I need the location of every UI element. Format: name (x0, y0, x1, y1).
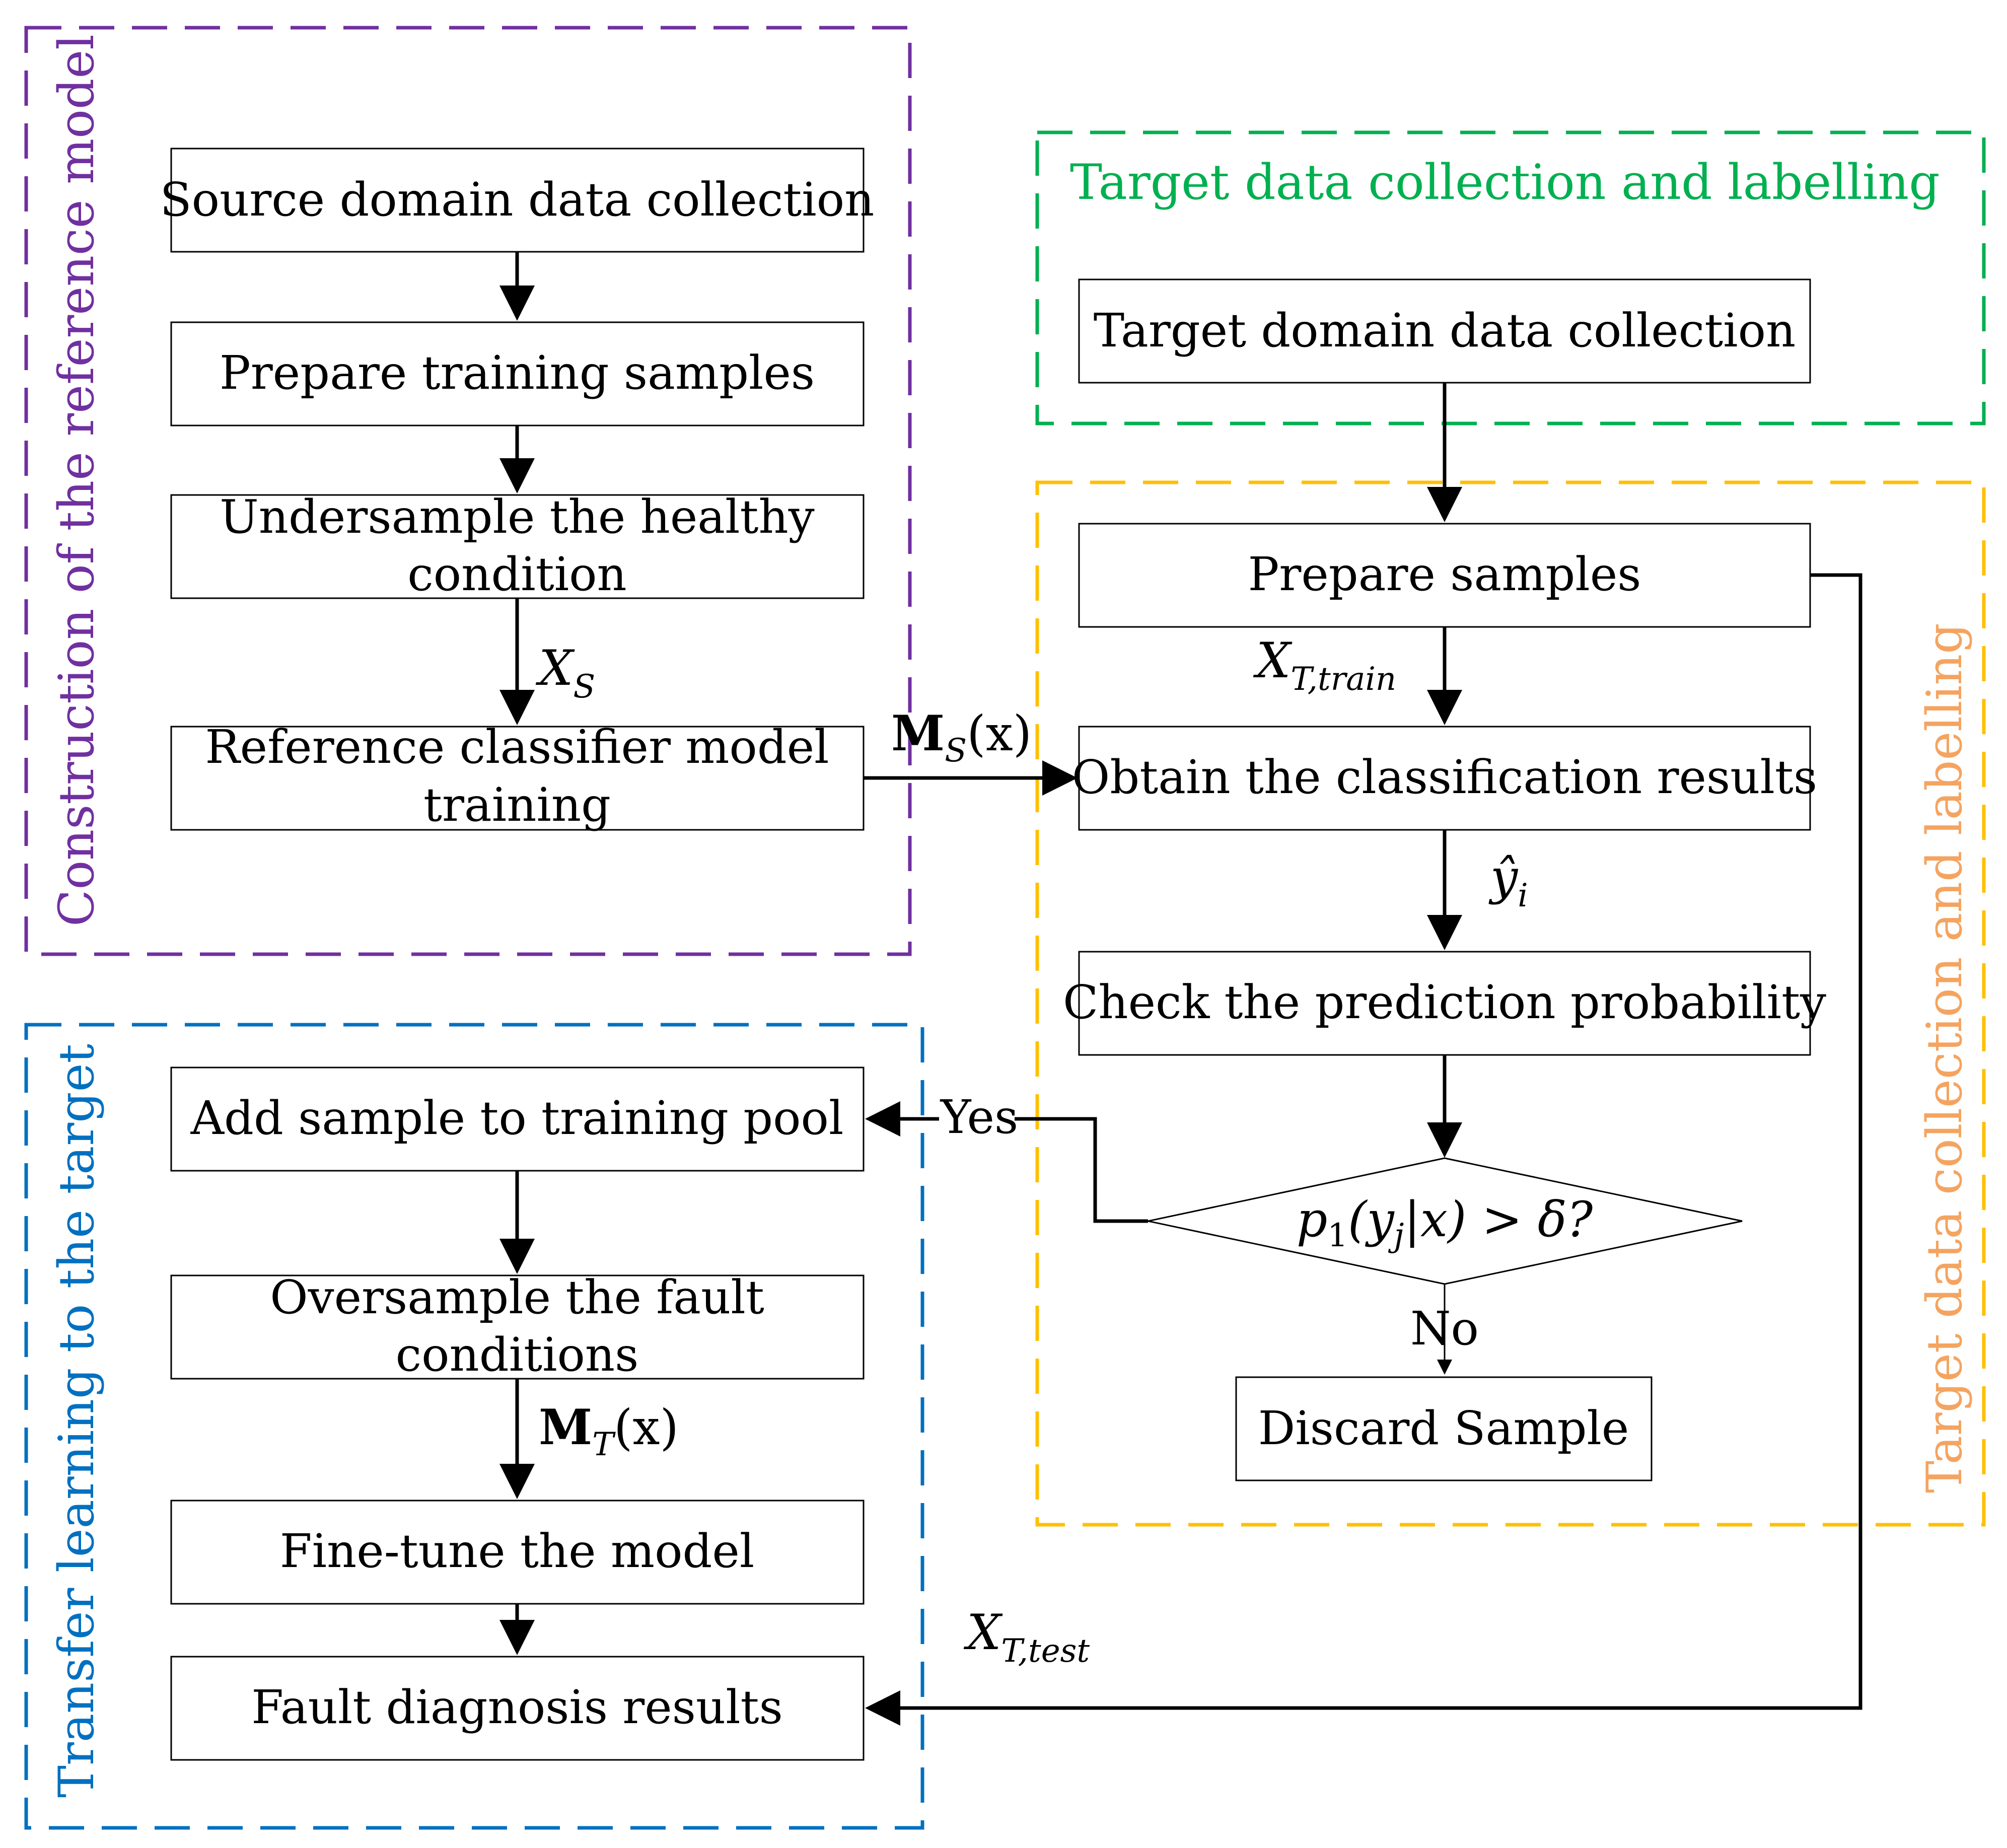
check-probability-label: Check the prediction probability (1063, 975, 1826, 1029)
obtain-results-box (1078, 726, 1811, 831)
undersample-box (170, 494, 865, 599)
source-collection-box (170, 148, 865, 253)
yes-label: Yes (940, 1090, 1018, 1144)
prepare-training-box (170, 321, 865, 427)
reference-training-box (170, 726, 865, 831)
obtain-results-label: Obtain the classification results (1072, 750, 1817, 804)
undersample-label-line1: Undersample the healthy (220, 490, 815, 544)
discard-label: Discard Sample (1258, 1401, 1629, 1455)
fine-tune-box (170, 1500, 865, 1605)
oversample-label-line2: conditions (396, 1328, 639, 1382)
labelling-group (1035, 480, 1986, 1527)
transfer-group-title: Transfer learning to the target (48, 1044, 105, 1798)
yhat-label: ŷi (1488, 849, 1528, 914)
oversample-box (170, 1274, 865, 1380)
xtest-label: XT,test (963, 1604, 1090, 1670)
target-collection-box (1078, 278, 1811, 384)
target-collection-group (1035, 130, 1986, 425)
labelling-group-title: Target data collection and labelling (1916, 623, 1973, 1493)
prepare-samples-box (1078, 523, 1811, 628)
source-collection-label: Source domain data collection (160, 173, 875, 227)
mt-label: MT(x) (539, 1399, 679, 1463)
add-pool-box (170, 1067, 865, 1172)
oversample-label-line1: Oversample the fault (270, 1270, 764, 1324)
reference-training-label-line2: training (423, 778, 611, 832)
fine-tune-label: Fine-tune the model (280, 1524, 755, 1578)
add-pool-label: Add sample to training pool (190, 1091, 844, 1145)
xs-label: XS (535, 640, 595, 705)
results-box (170, 1656, 865, 1761)
reference-group-title: Construction of the reference model (48, 34, 105, 927)
prepare-samples-label: Prepare samples (1248, 547, 1641, 601)
decision-condition: p1(yj|x) > δ? (1297, 1191, 1593, 1254)
discard-box (1235, 1376, 1653, 1481)
ms-label: MS(x) (891, 705, 1032, 769)
no-label: No (1410, 1302, 1479, 1356)
target-collection-label: Target domain data collection (1094, 304, 1796, 358)
arrow-decision-yes (1015, 1117, 1148, 1223)
reference-training-label-line1: Reference classifier model (205, 720, 829, 774)
undersample-label-line2: condition (407, 547, 627, 601)
arrow-test-path (865, 573, 1862, 1726)
target-collection-group-title: Target data collection and labelling (1070, 154, 1940, 210)
prepare-training-label: Prepare training samples (220, 346, 815, 400)
results-label: Fault diagnosis results (251, 1680, 783, 1734)
xtrain-label: XT,train (1253, 632, 1396, 698)
transfer-group (24, 1023, 924, 1830)
reference-model-group (24, 26, 912, 956)
check-probability-box (1078, 951, 1811, 1056)
